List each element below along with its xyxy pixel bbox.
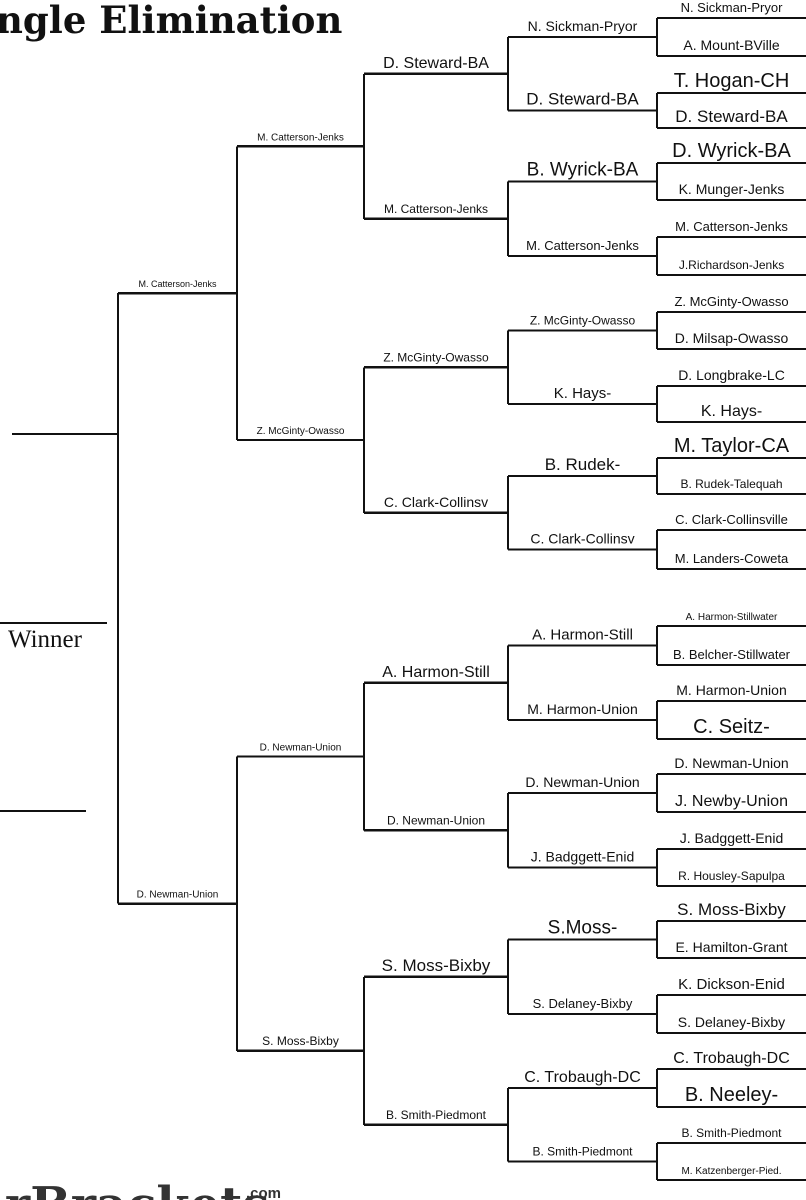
round1-entrant: E. Hamilton-Grant (675, 939, 787, 955)
round1-entrant: J. Newby-Union (675, 793, 788, 810)
brand-logo: urBrackets .com (0, 1177, 281, 1200)
round2-entrant: A. Harmon-Still (532, 627, 633, 644)
round1-entrant: D. Steward-BA (675, 107, 788, 126)
round1-entrant: A. Harmon-Stillwater (686, 612, 778, 623)
round3-entrant: D. Steward-BA (383, 55, 489, 72)
round1-entrant: K. Munger-Jenks (679, 181, 785, 197)
round1-entrant: Z. McGinty-Owasso (674, 294, 788, 309)
round2-entrant: K. Hays- (554, 385, 612, 402)
round1-entrant: K. Dickson-Enid (678, 976, 785, 993)
round4-entrant: S. Moss-Bixby (262, 1034, 339, 1048)
round2-entrant: C. Trobaugh-DC (524, 1069, 641, 1086)
round2-entrant: S.Moss- (548, 918, 618, 939)
round1-entrant: M. Landers-Coweta (675, 551, 789, 566)
round1-entrant: T. Hogan-CH (674, 70, 790, 92)
round1-entrant: S. Moss-Bixby (677, 900, 786, 919)
round1-entrant: A. Mount-BVille (683, 37, 779, 53)
round1-entrant: J.Richardson-Jenks (679, 258, 784, 272)
round1-entrant: D. Newman-Union (674, 755, 788, 771)
bracket-title: ngle Elimination (0, 0, 342, 42)
round2-entrant: B. Wyrick-BA (527, 160, 639, 181)
winner-label: Winner (8, 626, 83, 653)
round2-entrant: B. Rudek- (545, 455, 621, 474)
round1-entrant: B. Neeley- (685, 1084, 778, 1106)
round4-entrant: D. Newman-Union (260, 743, 342, 754)
round4-entrant: M. Catterson-Jenks (257, 132, 344, 143)
round1-entrant: K. Hays- (701, 403, 762, 420)
round1-entrant: C. Seitz- (693, 716, 770, 738)
round2-entrant: N. Sickman-Pryor (528, 18, 638, 34)
round3-entrant: C. Clark-Collinsv (384, 494, 488, 510)
round1-entrant: B. Rudek-Talequah (680, 477, 782, 491)
round2-entrant: M. Catterson-Jenks (526, 238, 639, 253)
round1-entrant: M. Harmon-Union (676, 682, 786, 698)
round2-entrant: D. Steward-BA (526, 90, 639, 109)
round1-entrant: D. Milsap-Owasso (675, 330, 789, 346)
round5-entrant: M. Catterson-Jenks (138, 279, 217, 289)
round2-entrant: D. Newman-Union (525, 774, 639, 790)
round2-entrant: B. Smith-Piedmont (532, 1145, 633, 1159)
round1-entrant: J. Badggett-Enid (680, 830, 784, 846)
round3-entrant: S. Moss-Bixby (382, 956, 491, 975)
round2-entrant: S. Delaney-Bixby (533, 996, 633, 1011)
round3-entrant: D. Newman-Union (387, 813, 485, 827)
round1-entrant: B. Smith-Piedmont (681, 1126, 782, 1140)
round1-entrant: D. Wyrick-BA (672, 140, 791, 162)
bracket-lines (0, 16, 806, 1182)
round1-entrant: R. Housley-Sapulpa (678, 869, 785, 883)
round2-entrant: C. Clark-Collinsv (530, 531, 634, 547)
brand-logo-suffix: .com (246, 1185, 281, 1200)
round2-entrant: Z. McGinty-Owasso (530, 314, 636, 328)
round3-entrant: M. Catterson-Jenks (384, 202, 488, 216)
round1-entrant: M. Taylor-CA (674, 435, 790, 457)
round1-entrant: N. Sickman-Pryor (681, 0, 784, 15)
bracket-labels: N. Sickman-Pryor A. Mount-BVille T. Hogan-… (137, 0, 792, 1177)
round5-entrant: D. Newman-Union (137, 890, 219, 901)
round2-entrant: J. Badggett-Enid (531, 849, 635, 865)
round3-entrant: Z. McGinty-Owasso (383, 350, 489, 364)
round4-entrant: Z. McGinty-Owasso (257, 426, 345, 437)
round1-entrant: S. Delaney-Bixby (678, 1014, 785, 1030)
round1-entrant: B. Belcher-Stillwater (673, 647, 791, 662)
round1-entrant: C. Trobaugh-DC (673, 1050, 790, 1067)
round2-entrant: M. Harmon-Union (527, 701, 637, 717)
round1-entrant: D. Longbrake-LC (678, 367, 785, 383)
round3-entrant: B. Smith-Piedmont (386, 1108, 487, 1122)
brand-logo-text: urBrackets (0, 1177, 269, 1200)
round1-entrant: C. Clark-Collinsville (675, 512, 788, 527)
round1-entrant: M. Catterson-Jenks (675, 219, 788, 234)
round3-entrant: A. Harmon-Still (382, 664, 490, 681)
round1-entrant: M. Katzenberger-Pied. (681, 1166, 781, 1177)
